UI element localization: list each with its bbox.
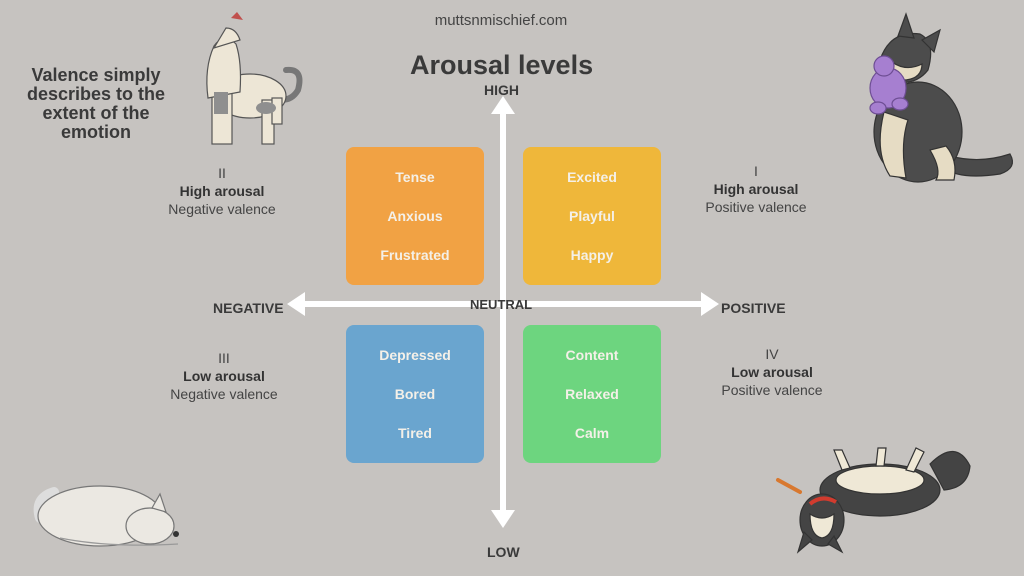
emotion-label: Excited	[567, 168, 617, 185]
valence-note: Valence simply describes to the extent o…	[26, 65, 166, 142]
quadrant-label-i: I High arousal Positive valence	[686, 162, 826, 216]
quadrant-valence: Negative valence	[170, 386, 278, 402]
axis-label-negative: NEGATIVE	[213, 300, 284, 316]
emotion-box-low-negative: Depressed Bored Tired	[346, 325, 484, 463]
emotion-label: Tired	[398, 425, 432, 442]
emotion-label: Calm	[574, 425, 610, 442]
emotion-label: Relaxed	[565, 385, 619, 402]
quadrant-arousal: High arousal	[179, 183, 265, 199]
axis-label-neutral: NEUTRAL	[470, 297, 533, 312]
emotion-box-high-positive: Excited Playful Happy	[523, 147, 661, 285]
emotion-label: Depressed	[379, 346, 451, 363]
quadrant-numeral: IV	[765, 346, 779, 362]
emotion-box-high-negative: Tense Anxious Frustrated	[346, 147, 484, 285]
sitting-dog-with-toy-icon	[869, 12, 1013, 183]
emotion-label: Anxious	[387, 207, 443, 224]
quadrant-label-iii: III Low arousal Negative valence	[154, 349, 294, 403]
emotion-label: Frustrated	[380, 247, 450, 264]
arrow-left-icon	[287, 292, 305, 316]
arrow-down-icon	[491, 510, 515, 528]
emotion-label: Bored	[394, 385, 436, 402]
quadrant-valence: Positive valence	[721, 382, 823, 398]
axis-label-high: HIGH	[484, 82, 519, 98]
quadrant-arousal: Low arousal	[183, 368, 265, 384]
quadrant-valence: Positive valence	[705, 199, 807, 215]
axis-label-low: LOW	[487, 544, 520, 560]
quadrant-numeral: II	[218, 165, 226, 181]
site-url: muttsnmischief.com	[434, 12, 568, 29]
horizontal-axis	[287, 292, 719, 316]
arrow-up-icon	[491, 96, 515, 114]
emotion-label: Happy	[570, 247, 614, 264]
axis-label-positive: POSITIVE	[721, 300, 786, 316]
quadrant-arousal: High arousal	[713, 181, 799, 197]
quadrant-numeral: I	[754, 163, 758, 179]
howling-dog-icon	[206, 12, 303, 145]
quadrant-label-iv: IV Low arousal Positive valence	[702, 345, 842, 399]
emotion-box-low-positive: Content Relaxed Calm	[523, 325, 661, 463]
quadrant-valence: Negative valence	[168, 201, 276, 217]
sleeping-dog-icon	[33, 485, 179, 547]
emotion-label: Playful	[569, 207, 615, 224]
quadrant-numeral: III	[218, 350, 230, 366]
vertical-axis	[491, 96, 515, 528]
emotion-label: Content	[565, 346, 619, 363]
rolling-dog-with-bone-icon	[776, 447, 971, 554]
arrow-right-icon	[701, 292, 719, 316]
quadrant-arousal: Low arousal	[731, 364, 813, 380]
quadrant-label-ii: II High arousal Negative valence	[152, 164, 292, 218]
page-title: Arousal levels	[410, 50, 594, 80]
emotion-label: Tense	[395, 168, 435, 185]
